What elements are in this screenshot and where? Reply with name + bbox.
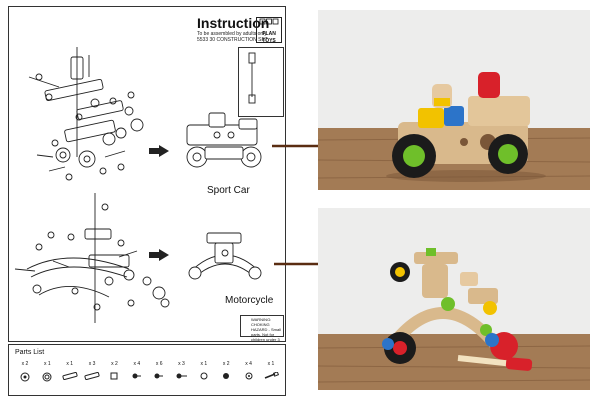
sport-car-label: Sport Car — [207, 185, 250, 196]
beam-icon — [84, 372, 100, 380]
part-qty: x 1 — [66, 361, 74, 367]
wheel-icon — [20, 372, 30, 382]
part-qty: x 3 — [178, 361, 185, 367]
washer-icon — [200, 372, 208, 380]
parts-row: x 2 x 1 x 1 x 3 x 2 x 4 x 6 x 3 — [15, 361, 281, 382]
motorcycle-label: Motorcycle — [225, 295, 274, 306]
assembly-diagrams — [14, 47, 262, 323]
part-qty: x 3 — [88, 361, 96, 367]
bolt-icon — [176, 373, 187, 379]
part-item: x 3 — [172, 361, 192, 382]
part-item: x 6 — [149, 361, 169, 382]
part-item: x 2 — [216, 361, 236, 382]
part-qty: x 2 — [111, 361, 118, 367]
part-qty: x 6 — [155, 361, 163, 367]
sport-car-photo-image — [318, 10, 590, 190]
tool-inset-box — [238, 47, 284, 117]
logo-mark — [259, 18, 279, 25]
motorcycle-photo — [318, 208, 590, 390]
part-qty: x 1 — [267, 361, 275, 367]
washer-icon — [223, 373, 230, 379]
parts-list: Parts List x 2 x 1 x 1 x 3 x 2 x 4 x 6 — [8, 344, 286, 396]
sport-car-exploded-view — [28, 47, 144, 181]
part-qty: x 1 — [44, 361, 51, 367]
part-qty: x 4 — [133, 361, 141, 367]
sport-car-photo — [318, 10, 590, 190]
instruction-subtitle: To be assembled by adults only 5533 30 C… — [197, 31, 268, 43]
subtitle-line-2: 5533 30 CONSTRUCTION SET — [197, 37, 268, 43]
part-item: x 1 — [37, 361, 57, 382]
nut-icon — [245, 372, 253, 380]
screwdriver-icon — [264, 372, 279, 379]
choking-warning: WARNING: CHOKING HAZARD - Small parts. N… — [240, 315, 284, 347]
motorcycle-exploded-view — [14, 193, 170, 323]
instruction-sheet: Instruction To be assembled by adults on… — [8, 6, 286, 347]
part-qty: x 4 — [245, 361, 252, 367]
screwdriver-inset — [248, 52, 256, 104]
part-item: x 1 — [194, 361, 214, 382]
warning-text: WARNING: CHOKING HAZARD - Small parts. N… — [251, 317, 282, 347]
bolt-icon — [132, 373, 141, 379]
step-arrow-icon — [149, 145, 169, 157]
bolt-icon — [154, 373, 164, 379]
part-item: x 1 — [261, 361, 281, 382]
brand-logo: PLAN TOYS — [256, 17, 282, 44]
sport-car-assembled — [186, 112, 262, 168]
part-qty: x 2 — [21, 361, 29, 367]
instruction-title: Instruction — [197, 15, 270, 31]
part-item: x 2 — [15, 361, 35, 382]
wheel-icon — [42, 372, 52, 382]
nut-icon — [110, 372, 118, 380]
motorcycle-assembled — [188, 232, 262, 280]
part-qty: x 2 — [222, 361, 230, 367]
part-item: x 3 — [82, 361, 102, 382]
motorcycle-photo-image — [318, 208, 590, 390]
part-qty: x 1 — [200, 361, 208, 367]
part-item: x 4 — [127, 361, 147, 382]
part-item: x 4 — [239, 361, 259, 382]
parts-list-title: Parts List — [15, 349, 45, 356]
logo-text: PLAN TOYS — [262, 31, 276, 44]
part-item: x 2 — [104, 361, 124, 382]
step-arrow-icon-2 — [149, 249, 169, 261]
subtitle-line-1: To be assembled by adults only — [197, 31, 267, 37]
part-item: x 1 — [60, 361, 80, 382]
beam-icon — [62, 372, 78, 380]
